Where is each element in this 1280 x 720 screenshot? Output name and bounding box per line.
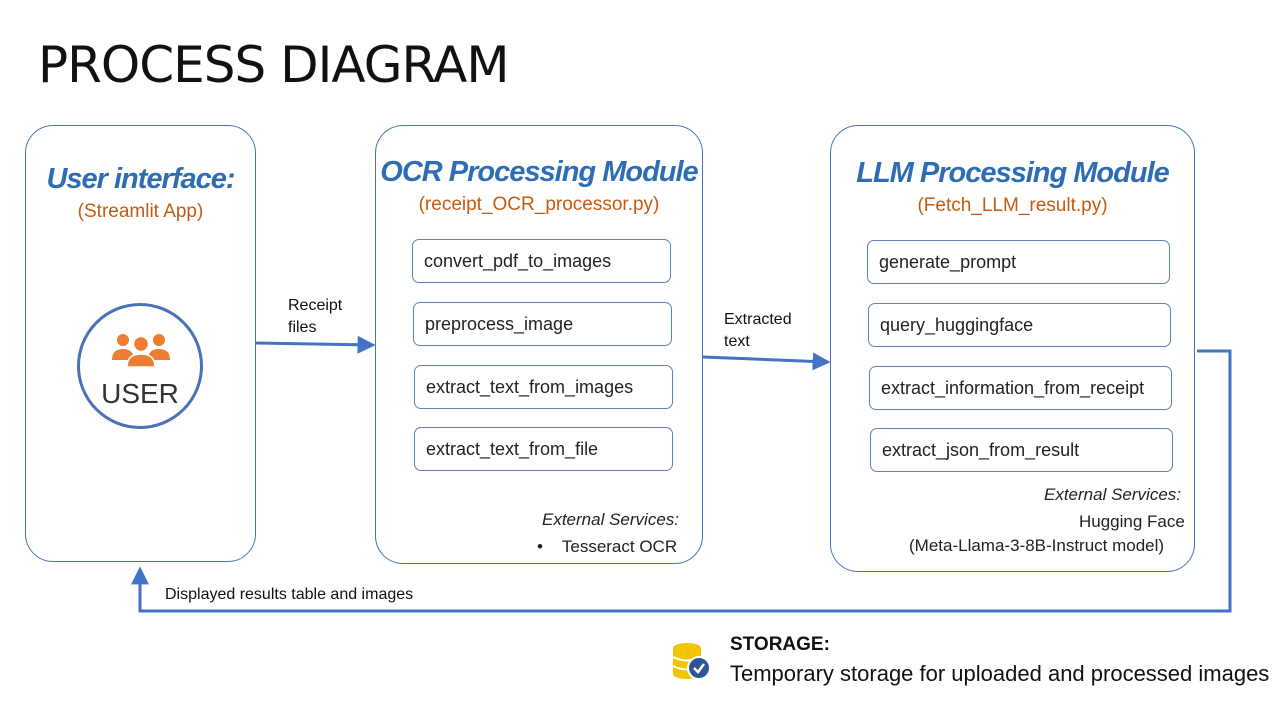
arrow-label-extracted-text: Extracted text bbox=[724, 311, 792, 350]
llm-function-box: extract_json_from_result bbox=[870, 428, 1173, 472]
ocr-function-box: extract_text_from_file bbox=[414, 427, 673, 471]
arrow-llm-to-user bbox=[131, 349, 1232, 613]
page-title: PROCESS DIAGRAM bbox=[38, 36, 509, 94]
arrow-label-displayed-results: Displayed results table and images bbox=[165, 586, 414, 603]
user-interface-title: User interface: bbox=[46, 163, 235, 195]
ocr-external-service-item: • Tesseract OCR bbox=[537, 537, 677, 557]
llm-external-services-label: External Services: bbox=[1044, 485, 1181, 504]
arrow-ocr-to-llm bbox=[702, 352, 831, 371]
ocr-module-subtitle: (receipt_OCR_processor.py) bbox=[418, 194, 660, 215]
user-label: USER bbox=[101, 378, 179, 409]
user-interface-panel: User interface: (Streamlit App) bbox=[25, 125, 256, 562]
database-check-icon bbox=[672, 643, 711, 680]
llm-function-box: query_huggingface bbox=[868, 303, 1171, 347]
llm-module-panel: LLM Processing Module (Fetch_LLM_result.… bbox=[830, 125, 1195, 572]
ocr-function-box: preprocess_image bbox=[413, 302, 672, 346]
storage-title: STORAGE: bbox=[730, 634, 830, 655]
llm-module-title: LLM Processing Module bbox=[856, 157, 1170, 189]
llm-function-box: generate_prompt bbox=[867, 240, 1170, 284]
storage-description: Temporary storage for uploaded and proce… bbox=[730, 661, 1270, 686]
ocr-module-title: OCR Processing Module bbox=[380, 156, 698, 188]
ocr-function-box: extract_text_from_images bbox=[414, 365, 673, 409]
llm-function-box: extract_information_from_receipt bbox=[869, 366, 1172, 410]
users-icon bbox=[112, 334, 170, 368]
ocr-external-services-label: External Services: bbox=[542, 510, 679, 529]
ocr-function-box: convert_pdf_to_images bbox=[412, 239, 671, 283]
llm-module-subtitle: (Fetch_LLM_result.py) bbox=[917, 195, 1108, 216]
arrow-user-to-ocr bbox=[255, 335, 376, 354]
external-service-name: Tesseract OCR bbox=[561, 537, 678, 556]
llm-external-service-name: Hugging Face bbox=[1079, 512, 1185, 531]
user-node: USER bbox=[77, 303, 203, 429]
bullet-icon: • bbox=[537, 537, 562, 556]
user-interface-subtitle: (Streamlit App) bbox=[77, 201, 204, 222]
llm-external-service-model: (Meta-Llama-3-8B-Instruct model) bbox=[909, 536, 1165, 555]
arrow-label-receipt-files: Receipt files bbox=[288, 297, 343, 336]
